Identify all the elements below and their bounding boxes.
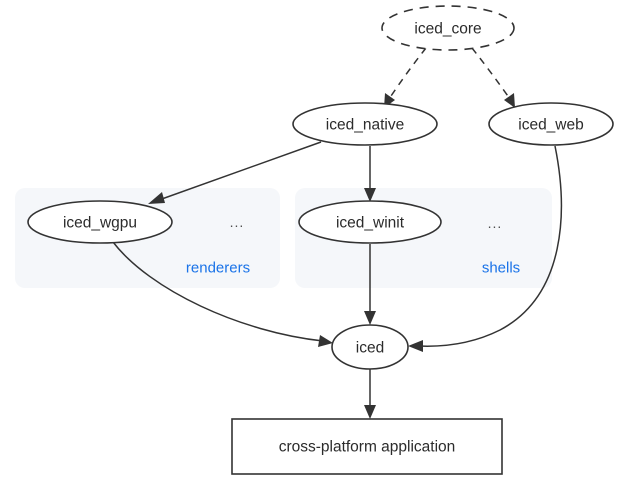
node-iced_native-shape[interactable]: [292, 102, 438, 146]
arrowhead: [364, 311, 376, 325]
cluster-shells-label: shells: [482, 260, 520, 277]
edge-path: [417, 145, 563, 347]
node-iced_web-shape[interactable]: [488, 102, 614, 146]
node-iced_core[interactable]: iced_core: [381, 5, 515, 51]
edge-path: [388, 47, 427, 100]
node-cross-platform-application[interactable]: cross-platform application: [231, 418, 503, 475]
arrowhead: [148, 192, 165, 204]
node-iced_web[interactable]: iced_web: [488, 102, 614, 146]
arrowhead: [318, 335, 333, 347]
edge-path: [158, 141, 322, 201]
arrowhead: [364, 405, 376, 419]
node-iced_wgpu-shape[interactable]: [27, 200, 173, 244]
node-iced-label: iced: [356, 340, 384, 357]
edge-iced-to-app: [364, 369, 376, 419]
node-app-shape[interactable]: [231, 418, 503, 475]
edge-iced_core-to-iced_web: [471, 47, 515, 108]
node-iced_web-label: iced_web: [518, 117, 584, 134]
edge-iced_web-to-iced: [408, 145, 563, 352]
arrowhead: [504, 93, 515, 108]
node-iced_winit-shape[interactable]: [298, 200, 442, 244]
cluster-shells-ellipsis: ...: [488, 215, 503, 231]
node-iced_wgpu[interactable]: iced_wgpu: [27, 200, 173, 244]
edge-iced_winit-to-iced: [364, 244, 376, 325]
edge-iced_wgpu-to-iced: [112, 241, 333, 347]
node-app-label: cross-platform application: [279, 439, 456, 456]
node-iced[interactable]: iced: [331, 324, 409, 370]
edge-iced_native-to-iced_wgpu: [148, 141, 322, 204]
node-iced_core-label: iced_core: [414, 21, 481, 38]
edge-iced_native-to-iced_winit: [364, 146, 376, 202]
node-iced-shape[interactable]: [331, 324, 409, 370]
node-iced_wgpu-label: iced_wgpu: [63, 215, 137, 232]
arrowhead: [364, 188, 376, 202]
node-iced_winit-label: iced_winit: [336, 215, 405, 232]
node-iced_winit[interactable]: iced_winit: [298, 200, 442, 244]
cluster-renderers-label: renderers: [186, 260, 250, 277]
cluster-renderers-ellipsis: ...: [230, 214, 245, 230]
edge-path: [112, 241, 324, 342]
node-iced_native-label: iced_native: [326, 117, 404, 134]
edge-path: [471, 47, 511, 100]
node-iced_native[interactable]: iced_native: [292, 102, 438, 146]
node-iced_core-shape[interactable]: [381, 5, 515, 51]
arrowhead: [408, 340, 423, 352]
edge-iced_core-to-iced_native: [384, 47, 427, 108]
